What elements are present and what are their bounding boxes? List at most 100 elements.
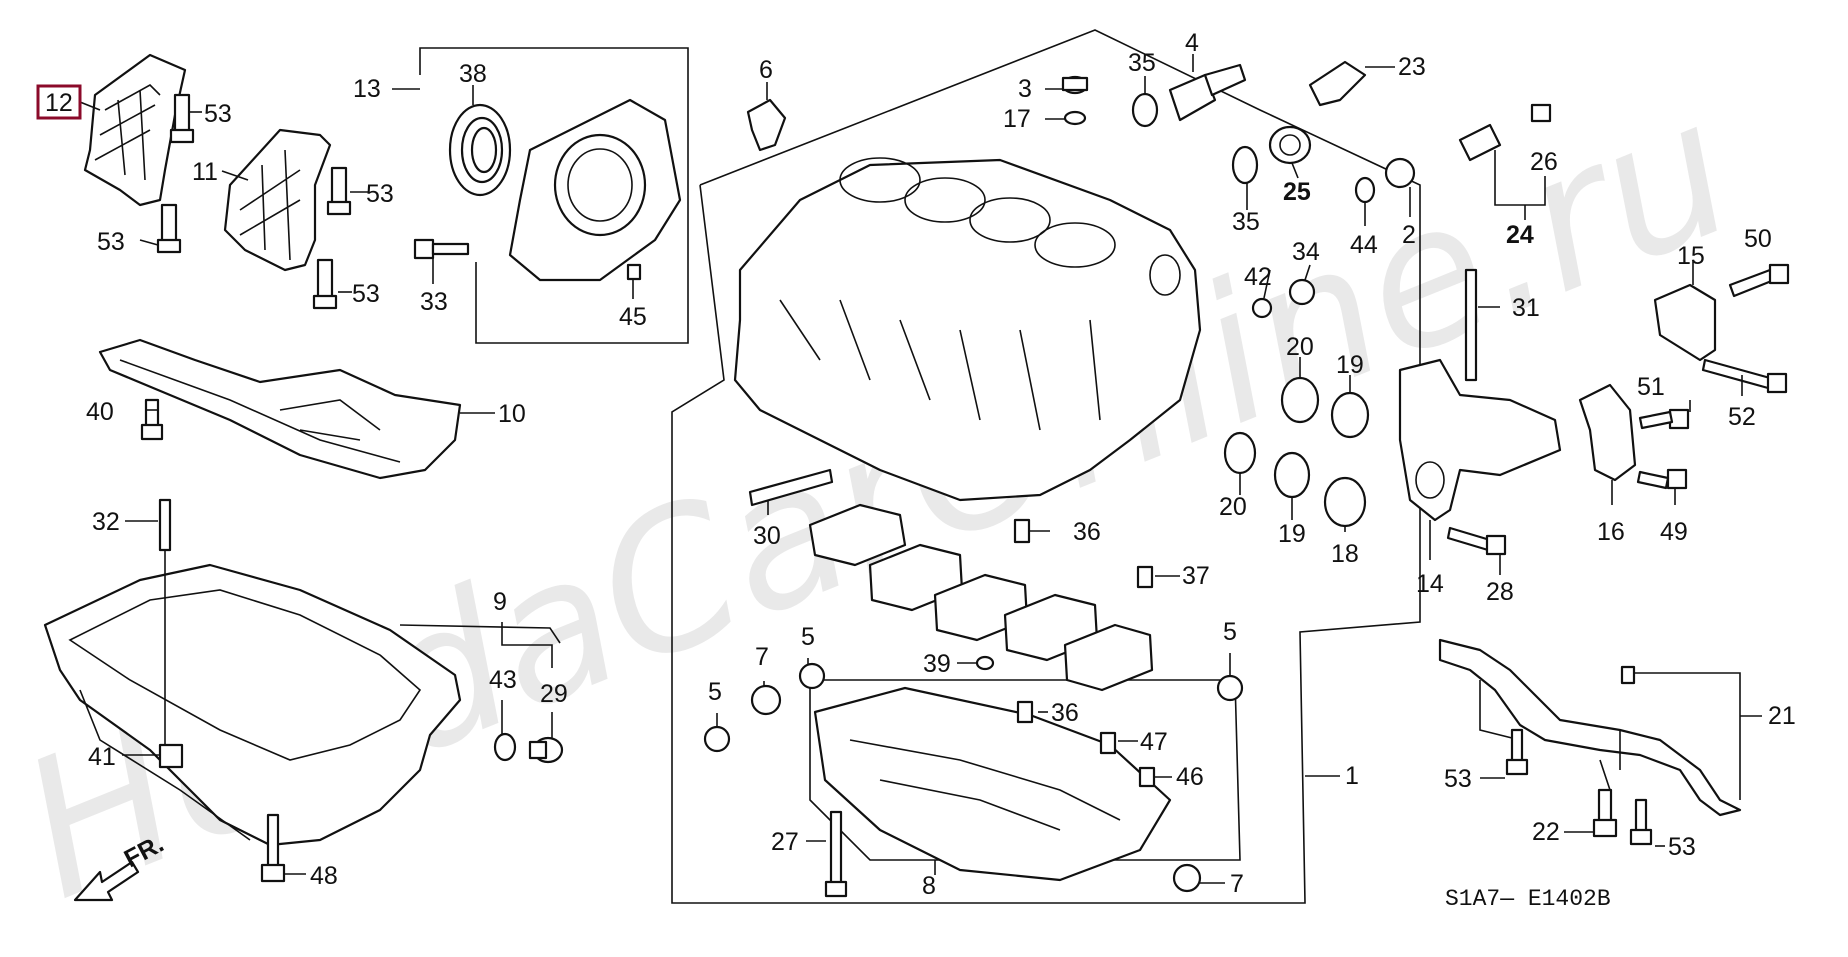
bearing-caps [808,503,1154,692]
callout-8[interactable]: 8 [922,872,936,900]
callout-31[interactable]: 31 [1512,294,1540,322]
callout-53e[interactable]: 53 [1444,765,1472,793]
stud-30 [748,468,834,507]
callout-35a[interactable]: 35 [1128,49,1156,77]
callout-36a[interactable]: 36 [1073,518,1101,546]
callout-21[interactable]: 21 [1768,702,1796,730]
callout-6[interactable]: 6 [759,56,773,84]
callout-39[interactable]: 39 [923,650,951,678]
callout-23[interactable]: 23 [1398,53,1426,81]
callout-34[interactable]: 34 [1292,238,1320,266]
callout-46[interactable]: 46 [1176,763,1204,791]
bolt-29 [528,736,564,764]
callout-42[interactable]: 42 [1244,263,1272,291]
oil-seal-retainer-13 [508,98,682,282]
callout-30[interactable]: 30 [753,522,781,550]
stiffener-10 [98,338,462,480]
bracket-16 [1578,383,1637,482]
cylinder-block-1 [733,157,1202,502]
stud-31 [1464,268,1478,382]
callout-47[interactable]: 47 [1140,728,1168,756]
callout-29[interactable]: 29 [540,680,568,708]
callout-9[interactable]: 9 [493,588,507,616]
bedplate-8 [813,686,1172,882]
dowel-47 [1099,731,1117,755]
callout-44[interactable]: 44 [1350,231,1378,259]
callout-3[interactable]: 3 [1018,75,1032,103]
bearing-20b [1223,431,1257,475]
highlight-box-12 [36,84,82,120]
callout-50[interactable]: 50 [1744,225,1772,253]
callout-33[interactable]: 33 [420,288,448,316]
callout-7a[interactable]: 7 [755,643,769,671]
callout-53c[interactable]: 53 [366,180,394,208]
callout-26[interactable]: 26 [1530,148,1558,176]
plug-7a [750,684,782,716]
washer-43 [493,732,517,762]
bolt-40 [140,398,164,441]
callout-2[interactable]: 2 [1402,221,1416,249]
callout-4[interactable]: 4 [1185,29,1199,57]
callout-38[interactable]: 38 [459,60,487,88]
callout-32[interactable]: 32 [92,508,120,536]
bolt-3 [1061,75,1089,95]
callout-45[interactable]: 45 [619,303,647,331]
callout-25[interactable]: 25 [1283,178,1311,206]
callout-16[interactable]: 16 [1597,518,1625,546]
oil-seal-38 [448,103,512,197]
callout-15[interactable]: 15 [1677,242,1705,270]
front-direction-arrow [73,860,140,902]
callout-53d[interactable]: 53 [352,280,380,308]
callout-5b[interactable]: 5 [708,678,722,706]
plug-7b [1172,863,1202,893]
callout-labels: 12 53 53 53 53 11 13 38 33 45 6 3 17 35 … [45,29,1796,900]
callout-51[interactable]: 51 [1637,373,1665,401]
callout-53f[interactable]: 53 [1668,833,1696,861]
callout-35b[interactable]: 35 [1232,208,1260,236]
callout-1[interactable]: 1 [1345,762,1359,790]
switch-23 [1308,60,1367,107]
callout-19a[interactable]: 19 [1336,351,1364,379]
washer-35b [1231,145,1259,185]
callout-7b[interactable]: 7 [1230,870,1244,898]
bearing-20a [1280,376,1320,424]
callout-40[interactable]: 40 [86,398,114,426]
callout-52[interactable]: 52 [1728,403,1756,431]
dowel-21 [1620,665,1636,685]
bolt-51 [1638,408,1690,430]
callout-5a[interactable]: 5 [801,623,815,651]
callout-27[interactable]: 27 [771,828,799,856]
callout-48[interactable]: 48 [310,862,338,890]
callout-20b[interactable]: 20 [1219,493,1247,521]
bolt-group-53-upper [156,93,352,310]
callout-22[interactable]: 22 [1532,818,1560,846]
callout-10[interactable]: 10 [498,400,526,428]
callout-18[interactable]: 18 [1331,540,1359,568]
callout-12[interactable]: 12 [45,89,73,117]
bolt-22 [1592,788,1618,838]
bearing-19b [1273,451,1311,499]
callout-43[interactable]: 43 [489,666,517,694]
callout-19b[interactable]: 19 [1278,520,1306,548]
callout-53a[interactable]: 53 [204,100,232,128]
callout-11[interactable]: 11 [192,158,218,186]
callout-14[interactable]: 14 [1416,570,1444,598]
bracket-14 [1398,358,1562,522]
callout-17[interactable]: 17 [1003,105,1031,133]
callout-20a[interactable]: 20 [1286,333,1314,361]
callout-5c[interactable]: 5 [1223,618,1237,646]
callout-28[interactable]: 28 [1486,578,1514,606]
callout-37[interactable]: 37 [1182,562,1210,590]
bolt-26 [1530,103,1552,123]
callout-24[interactable]: 24 [1506,221,1534,249]
washer-42 [1251,297,1273,319]
washer-17 [1063,110,1087,126]
bolt-52 [1701,358,1788,394]
callout-49[interactable]: 49 [1660,518,1688,546]
callout-13[interactable]: 13 [353,75,381,103]
callout-36b[interactable]: 36 [1051,699,1079,727]
callout-53b[interactable]: 53 [97,228,125,256]
callout-41[interactable]: 41 [88,743,116,771]
bolt-50 [1728,263,1790,298]
